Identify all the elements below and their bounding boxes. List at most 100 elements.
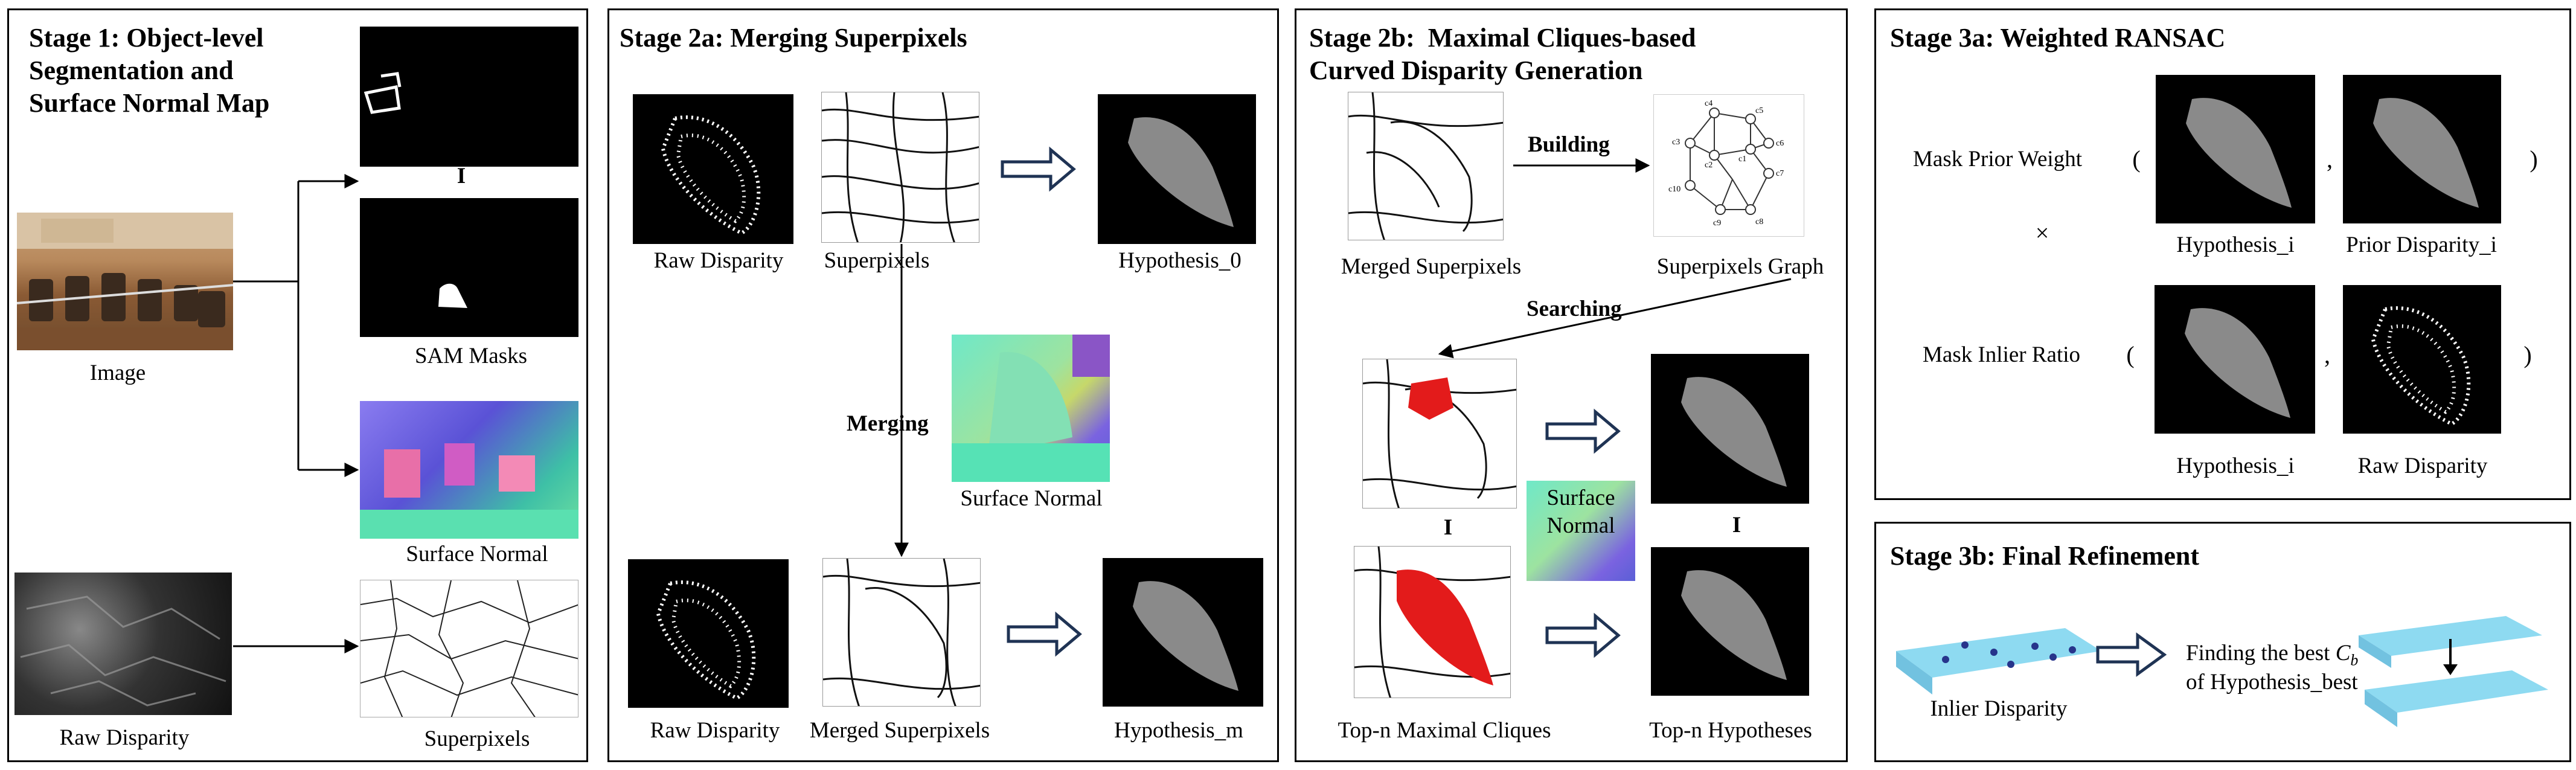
node-c2: c2 <box>1705 161 1713 170</box>
superpixel-pattern <box>360 580 578 717</box>
node-c6: c6 <box>1776 139 1784 148</box>
clique-top-image <box>1362 359 1517 509</box>
node-c10: c10 <box>1668 185 1680 194</box>
mask-inlier-label: Mask Inlier Ratio <box>1923 342 2081 367</box>
stage2a-raw-disparity <box>633 94 793 244</box>
stage2a-merged-superpixels-label: Merged Superpixels <box>809 718 990 743</box>
stage1-title: Stage 1: Object-level Segmentation and S… <box>29 22 269 120</box>
of-hypothesis-best-label: of Hypothesis_best <box>2186 670 2358 695</box>
stage2a-surface-normal <box>952 335 1110 482</box>
node-c4: c4 <box>1705 99 1713 108</box>
stage2a-superpixels-label: Superpixels <box>824 248 930 273</box>
stage1-superpixels-label: Superpixels <box>424 727 530 751</box>
superpixel-texture-2a <box>822 92 979 242</box>
hypothesis-0-shape <box>1128 117 1234 227</box>
stage2a-title: Stage 2a: Merging Superpixels <box>620 23 967 53</box>
comma-2: , <box>2324 341 2330 368</box>
prior-disparity-shape <box>2373 98 2479 208</box>
hollow-arrow-2a-top <box>1001 146 1076 192</box>
clique-bottom-image <box>1354 546 1511 698</box>
stage2b-merged-superpixels-label: Merged Superpixels <box>1341 254 1522 279</box>
stage2b-merged-superpixels <box>1348 92 1504 240</box>
stage1-title-line3: Surface Normal Map <box>29 88 270 118</box>
clique-bottom-texture <box>1354 547 1510 698</box>
stage3a-title: Stage 3a: Weighted RANSAC <box>1890 23 2226 53</box>
hypothesis-0-label: Hypothesis_0 <box>1118 248 1242 273</box>
image-label: Image <box>89 361 146 385</box>
sam-mask-chair-outline <box>364 72 402 114</box>
graph-label: Superpixels Graph <box>1656 254 1824 279</box>
stage2a-raw-disparity-2-label: Raw Disparity <box>650 718 780 743</box>
stage2b-surface-normal: Surface Normal <box>1527 481 1635 581</box>
hypotheses-ellipsis: I <box>1732 513 1741 537</box>
prior-disparity-label: Prior Disparity_i <box>2346 233 2497 257</box>
node-c7: c7 <box>1776 169 1784 178</box>
stage3a-hypothesis-i-shape <box>2186 98 2292 208</box>
paren-open-1: ( <box>2132 146 2141 173</box>
inlier-plane <box>1896 628 2101 695</box>
hypotheses-label: Top-n Hypotheses <box>1649 718 1812 743</box>
times-symbol: × <box>2035 219 2049 246</box>
surface-normal-line1: Surface <box>1546 486 1615 510</box>
hypothesis-m-image <box>1103 558 1263 707</box>
cb-symbol: Cb <box>2335 641 2359 669</box>
paren-close-1: ) <box>2530 146 2538 173</box>
sparse-disparity-blob-2 <box>656 580 756 701</box>
hypothesis-bottom-shape <box>1681 570 1787 680</box>
hypothesis-m-label: Hypothesis_m <box>1114 718 1243 743</box>
surface-normal-closeup <box>952 335 1110 482</box>
hollow-arrow-2a-bottom <box>1007 611 1082 657</box>
node-c8: c8 <box>1755 217 1763 226</box>
raw-disparity-texture <box>20 595 226 707</box>
hypothesis-top-image <box>1651 354 1809 504</box>
sam-mask-blob <box>438 283 467 308</box>
merged-superpixel-texture <box>823 559 980 706</box>
inlier-disparity-label: Inlier Disparity <box>1930 696 2068 721</box>
stage3a-raw-disparity <box>2343 285 2501 434</box>
stage3a-hypothesis-i-2 <box>2155 285 2315 434</box>
stage2a-raw-disparity-label: Raw Disparity <box>653 248 784 273</box>
merging-label: Merging <box>847 411 929 436</box>
stage2a-merged-superpixels <box>822 558 981 707</box>
raw-disparity-image <box>14 573 232 715</box>
mask-prior-label: Mask Prior Weight <box>1913 147 2082 172</box>
hollow-arrow-2b-top <box>1545 408 1621 454</box>
clique-ellipsis: I <box>1443 515 1453 540</box>
stage2a-surface-normal-label: Surface Normal <box>960 486 1103 511</box>
stage3b-title: Stage 3b: Final Refinement <box>1890 541 2200 571</box>
stage2a-raw-disparity-2 <box>628 559 789 708</box>
stage3a-hypothesis-i <box>2156 75 2315 223</box>
sam-masks-label: SAM Masks <box>414 344 528 368</box>
stage1-title-line2: Segmentation and <box>29 56 234 85</box>
hypothesis-0-image <box>1098 94 1256 244</box>
finding-prefix: Finding the best <box>2186 641 2336 666</box>
hypothesis-top-shape <box>1681 377 1787 487</box>
node-c3: c3 <box>1672 138 1680 147</box>
stage2b-title-line2: Curved Disparity Generation <box>1309 56 1643 85</box>
node-c9: c9 <box>1713 219 1721 228</box>
stage2b-superpixel-texture <box>1348 92 1503 240</box>
hypothesis-m-shape <box>1133 581 1238 691</box>
stage1-superpixels-image <box>360 580 578 717</box>
stage1-title-line1: Stage 1: Object-level <box>29 23 264 53</box>
hollow-arrow-3b <box>2096 632 2167 677</box>
stage3a-raw-disparity-blob <box>2371 306 2471 426</box>
clique-graph: c4 c5 c3 c2 c1 c6 c7 c10 c9 c8 <box>1668 99 1784 228</box>
input-image <box>17 213 233 350</box>
stage3a-hypothesis-i-2-shape <box>2185 308 2290 418</box>
hypothesis-bottom-image <box>1651 547 1809 696</box>
hollow-arrow-2b-bottom <box>1545 612 1621 658</box>
stage3a-hypothesis-i-label: Hypothesis_i <box>2176 233 2295 257</box>
building-label: Building <box>1528 132 1610 157</box>
node-c1: c1 <box>1738 155 1746 164</box>
searching-label: Searching <box>1527 297 1622 321</box>
cb-letter: C <box>2335 641 2351 666</box>
superpixels-graph: c4 c5 c3 c2 c1 c6 c7 c10 c9 c8 <box>1653 94 1804 237</box>
stage2a-superpixels <box>821 92 979 243</box>
refined-planes <box>2359 616 2548 727</box>
